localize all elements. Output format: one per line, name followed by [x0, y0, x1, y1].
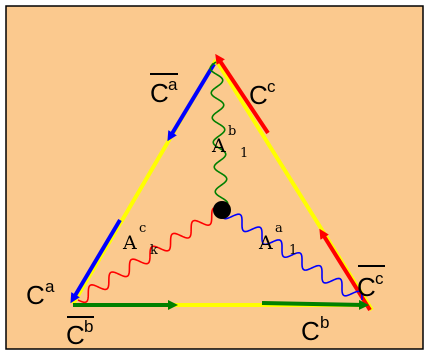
label-base: C — [26, 280, 45, 310]
label-base: A — [122, 232, 137, 254]
label-sub: 1 — [240, 146, 248, 161]
central-vertex-dot — [213, 201, 231, 219]
gluon-line-red — [77, 206, 223, 304]
label-a-a-1: A a 1 — [258, 221, 297, 258]
label-base: C — [357, 272, 376, 302]
red-segment-top-right — [215, 53, 270, 135]
label-a-b-1: A b 1 — [211, 124, 248, 161]
green-segment-bottom-right — [261, 299, 369, 310]
label-base: C — [150, 78, 169, 108]
blue-segment-lower-left — [70, 218, 122, 304]
blue-segment-top-left — [167, 62, 216, 142]
label-sup: c — [139, 221, 146, 236]
label-sup: a — [45, 277, 55, 296]
label-sub: k — [150, 243, 158, 258]
label-sub: 1 — [289, 243, 297, 258]
label-c-b-bar: C b — [66, 316, 94, 350]
label-c-a-bar: C a — [150, 73, 178, 108]
label-sup: b — [84, 317, 93, 336]
gluon-line-blue — [221, 209, 363, 301]
label-sup: b — [228, 124, 236, 139]
label-base: A — [258, 232, 273, 254]
label-c-b: C b — [301, 313, 329, 346]
gluon-line-green — [209, 61, 229, 211]
label-base: C — [301, 316, 320, 346]
triangle-edges — [70, 53, 374, 312]
label-sup: c — [375, 269, 384, 288]
label-c-a: C a — [26, 277, 55, 310]
label-sup: a — [168, 75, 178, 94]
label-c-c: C c — [249, 77, 276, 110]
label-sup: c — [267, 77, 276, 96]
gluon-lines — [77, 61, 363, 304]
label-sup: a — [275, 221, 283, 236]
label-a-c-k: A c k — [122, 221, 158, 258]
label-base: C — [249, 80, 268, 110]
label-base: C — [66, 320, 85, 350]
label-sup: b — [320, 313, 329, 332]
label-c-c-bar: C c — [357, 265, 385, 302]
label-base: A — [211, 135, 226, 157]
